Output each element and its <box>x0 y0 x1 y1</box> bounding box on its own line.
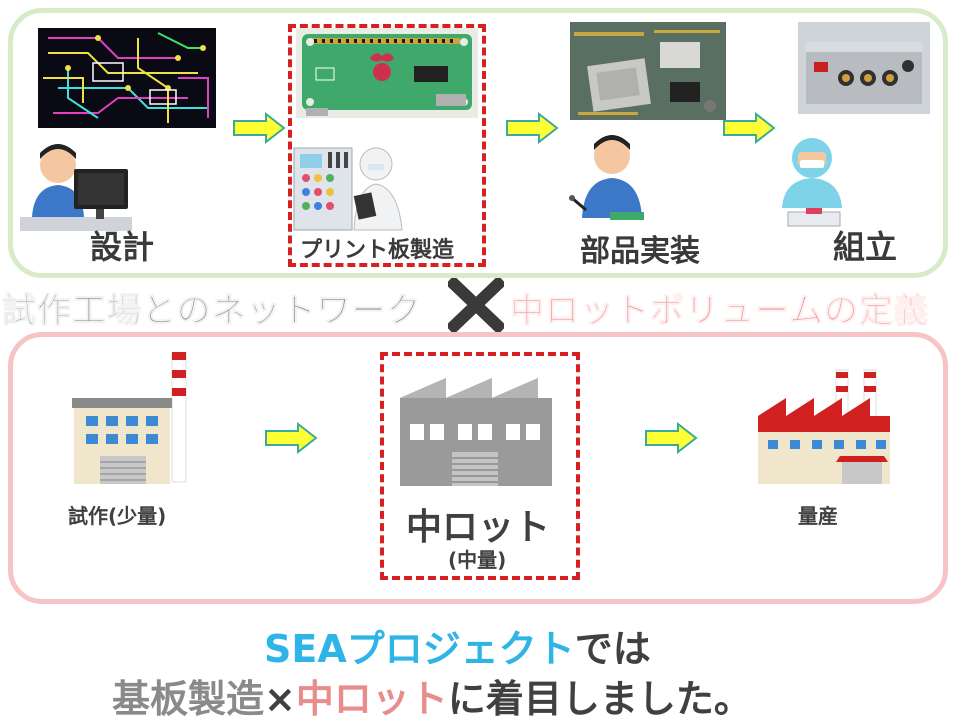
raspberry-pi-board-image <box>296 28 478 118</box>
conclusion-times: × <box>264 677 296 721</box>
factory-worker-at-panel-icon <box>292 138 408 232</box>
conclusion-line2-rest: に着目しました。 <box>447 677 752 721</box>
arrow-right-icon <box>722 111 776 145</box>
assembled-device-image <box>798 22 930 114</box>
conclusion-pcb-manufacturing: 基板製造 <box>112 677 265 721</box>
title-factory-network: 試作工場とのネットワーク <box>2 291 422 332</box>
factory-label-mass-production: 量産 <box>798 504 838 528</box>
step-label-design: 設計 <box>90 228 155 266</box>
step-label-pcb-manufacturing: プリント板製造 <box>300 238 455 263</box>
small-factory-icon <box>72 351 190 486</box>
pcb-manufacturing-highlight-box <box>288 24 486 267</box>
conclusion-line-1: SEAプロジェクトでは <box>264 618 651 673</box>
arrow-right-icon <box>232 111 286 145</box>
factory-sublabel-mid-volume: (中量) <box>448 548 507 572</box>
conclusion-sea-project: SEAプロジェクト <box>264 627 575 671</box>
conclusion-mid-lot: 中ロット <box>295 677 448 721</box>
factory-label-prototype: 試作(少量) <box>68 504 167 528</box>
conclusion-line-2: 基板製造×中ロットに着目しました。 <box>112 668 752 723</box>
title-mid-lot-volume-definition: 中ロットボリュームの定義 <box>510 291 929 332</box>
arrow-right-icon <box>264 421 318 455</box>
component-mounting-image <box>570 22 726 120</box>
conclusion-line1-rest: では <box>574 627 651 671</box>
mid-lot-highlight-box <box>380 352 580 580</box>
soldering-worker-icon <box>566 126 656 226</box>
pcb-layout-image <box>38 28 216 128</box>
medium-factory-icon <box>396 376 556 488</box>
engineer-at-computer-icon <box>20 135 132 235</box>
step-label-component-mounting: 部品実装 <box>580 234 700 269</box>
factory-label-mid-lot: 中ロット <box>406 507 551 548</box>
step-label-assembly: 組立 <box>833 228 898 266</box>
arrow-right-icon <box>644 421 698 455</box>
arrow-right-icon <box>505 111 559 145</box>
large-factory-icon <box>756 368 892 486</box>
cross-icon <box>445 275 507 335</box>
cleanroom-worker-icon <box>768 128 858 232</box>
